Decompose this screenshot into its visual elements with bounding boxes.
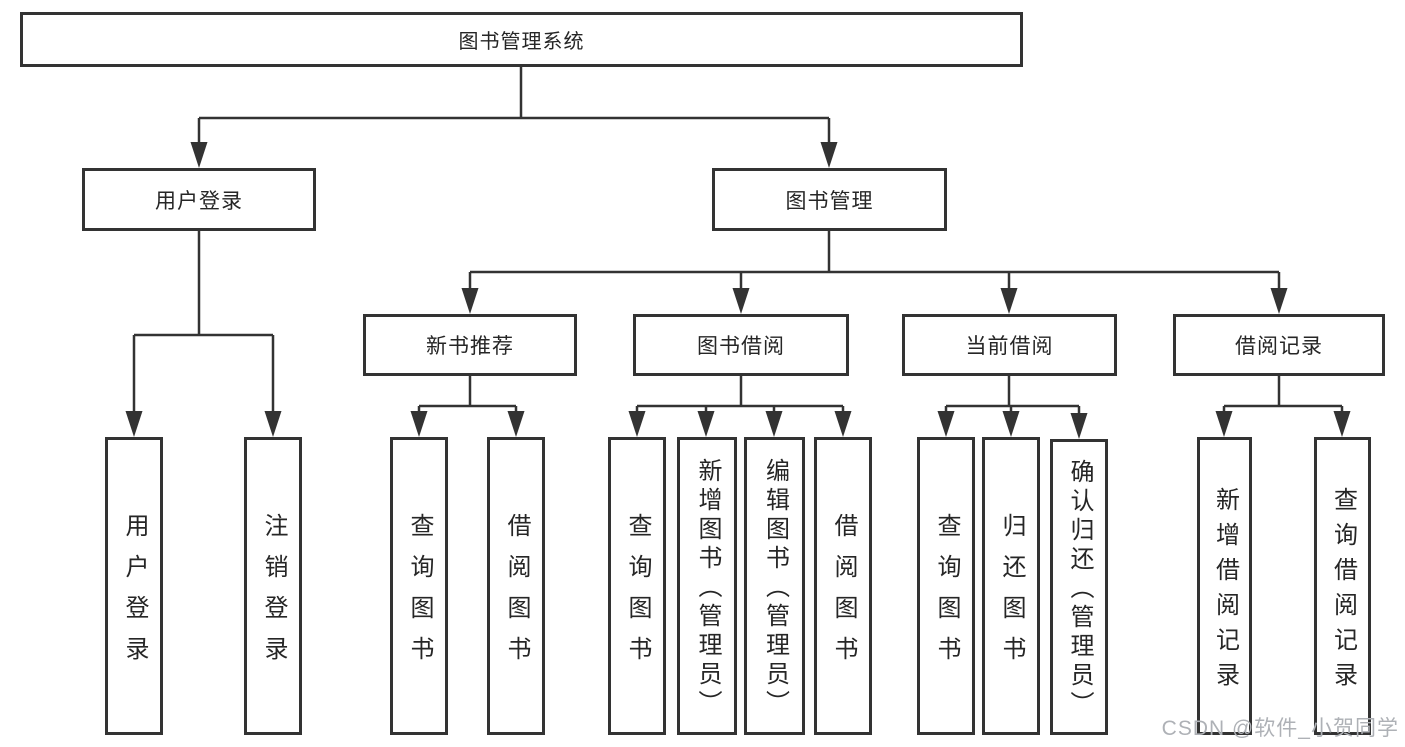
leaf-borrow-books: 借阅图书	[487, 437, 545, 735]
arrowhead	[732, 288, 750, 314]
arrowhead	[820, 142, 838, 168]
node-label: 图书借阅	[697, 335, 785, 358]
node-book-borrowing: 图书借阅	[633, 314, 849, 376]
connector-book-mgmt	[468, 231, 1281, 292]
leaf-query-borrow-record: 查询借阅记录	[1314, 437, 1371, 735]
arrowhead	[1070, 413, 1088, 439]
leaf-query-books: 查询图书	[917, 437, 975, 735]
leaf-label: 借阅图书	[503, 512, 530, 677]
arrowhead	[125, 411, 143, 437]
leaf-label: 编辑图书（管理员）	[761, 458, 789, 719]
leaf-logout: 注销登录	[244, 437, 302, 735]
leaf-label: 查询图书	[624, 512, 651, 677]
connector-current-borrow	[944, 376, 1081, 415]
leaf-query-books: 查询图书	[390, 437, 448, 735]
arrowhead	[264, 411, 282, 437]
leaf-edit-books-admin: 编辑图书（管理员）	[744, 437, 805, 735]
connector-book-borrow	[635, 376, 845, 415]
leaf-label: 新增借阅记录	[1211, 486, 1239, 697]
connector-borrow-records	[1222, 376, 1344, 415]
arrowheads	[125, 142, 1351, 439]
connector-root	[197, 67, 831, 146]
connector-user-login	[132, 231, 275, 415]
leaf-label: 注销登录	[260, 512, 287, 677]
leaf-confirm-return-admin: 确认归还（管理员）	[1050, 439, 1108, 735]
node-label: 当前借阅	[965, 335, 1054, 358]
node-current-borrowing: 当前借阅	[902, 314, 1117, 376]
leaf-borrow-books: 借阅图书	[814, 437, 872, 735]
arrowhead	[190, 142, 208, 168]
arrowhead	[1000, 288, 1018, 314]
leaf-add-books-admin: 新增图书（管理员）	[677, 437, 737, 735]
arrowhead	[1215, 411, 1233, 437]
leaf-label: 用户登录	[121, 512, 148, 677]
arrowhead	[628, 411, 646, 437]
node-label: 图书管理	[785, 189, 874, 213]
node-label: 用户登录	[155, 189, 243, 213]
leaf-return-books: 归还图书	[982, 437, 1040, 735]
arrowhead	[1002, 411, 1020, 437]
node-library-system: 图书管理系统	[20, 12, 1023, 67]
arrowhead	[1333, 411, 1351, 437]
leaf-label: 确认归还（管理员）	[1066, 459, 1093, 720]
leaf-label: 借阅图书	[830, 512, 857, 677]
leaf-add-borrow-record: 新增借阅记录	[1197, 437, 1252, 735]
connector-new-book-rec	[417, 376, 518, 415]
node-label: 新书推荐	[426, 335, 514, 358]
leaf-label: 查询图书	[933, 512, 960, 677]
arrowhead	[410, 411, 428, 437]
arrowhead	[834, 411, 852, 437]
node-label: 借阅记录	[1235, 335, 1323, 358]
leaf-label: 查询借阅记录	[1329, 486, 1357, 697]
node-borrowing-records: 借阅记录	[1173, 314, 1385, 376]
arrowhead	[507, 411, 525, 437]
arrowhead	[1270, 288, 1288, 314]
node-user-login: 用户登录	[82, 168, 316, 231]
leaf-user-login: 用户登录	[105, 437, 163, 735]
node-new-book-recommend: 新书推荐	[363, 314, 577, 376]
arrowhead	[937, 411, 955, 437]
node-book-management: 图书管理	[712, 168, 947, 231]
leaf-label: 新增图书（管理员）	[694, 458, 721, 719]
leaf-label: 查询图书	[406, 512, 433, 677]
arrowhead	[461, 288, 479, 314]
leaf-label: 归还图书	[998, 512, 1025, 677]
arrowhead	[697, 411, 715, 437]
arrowhead	[765, 411, 783, 437]
leaf-query-books: 查询图书	[608, 437, 666, 735]
node-label: 图书管理系统	[458, 31, 585, 53]
